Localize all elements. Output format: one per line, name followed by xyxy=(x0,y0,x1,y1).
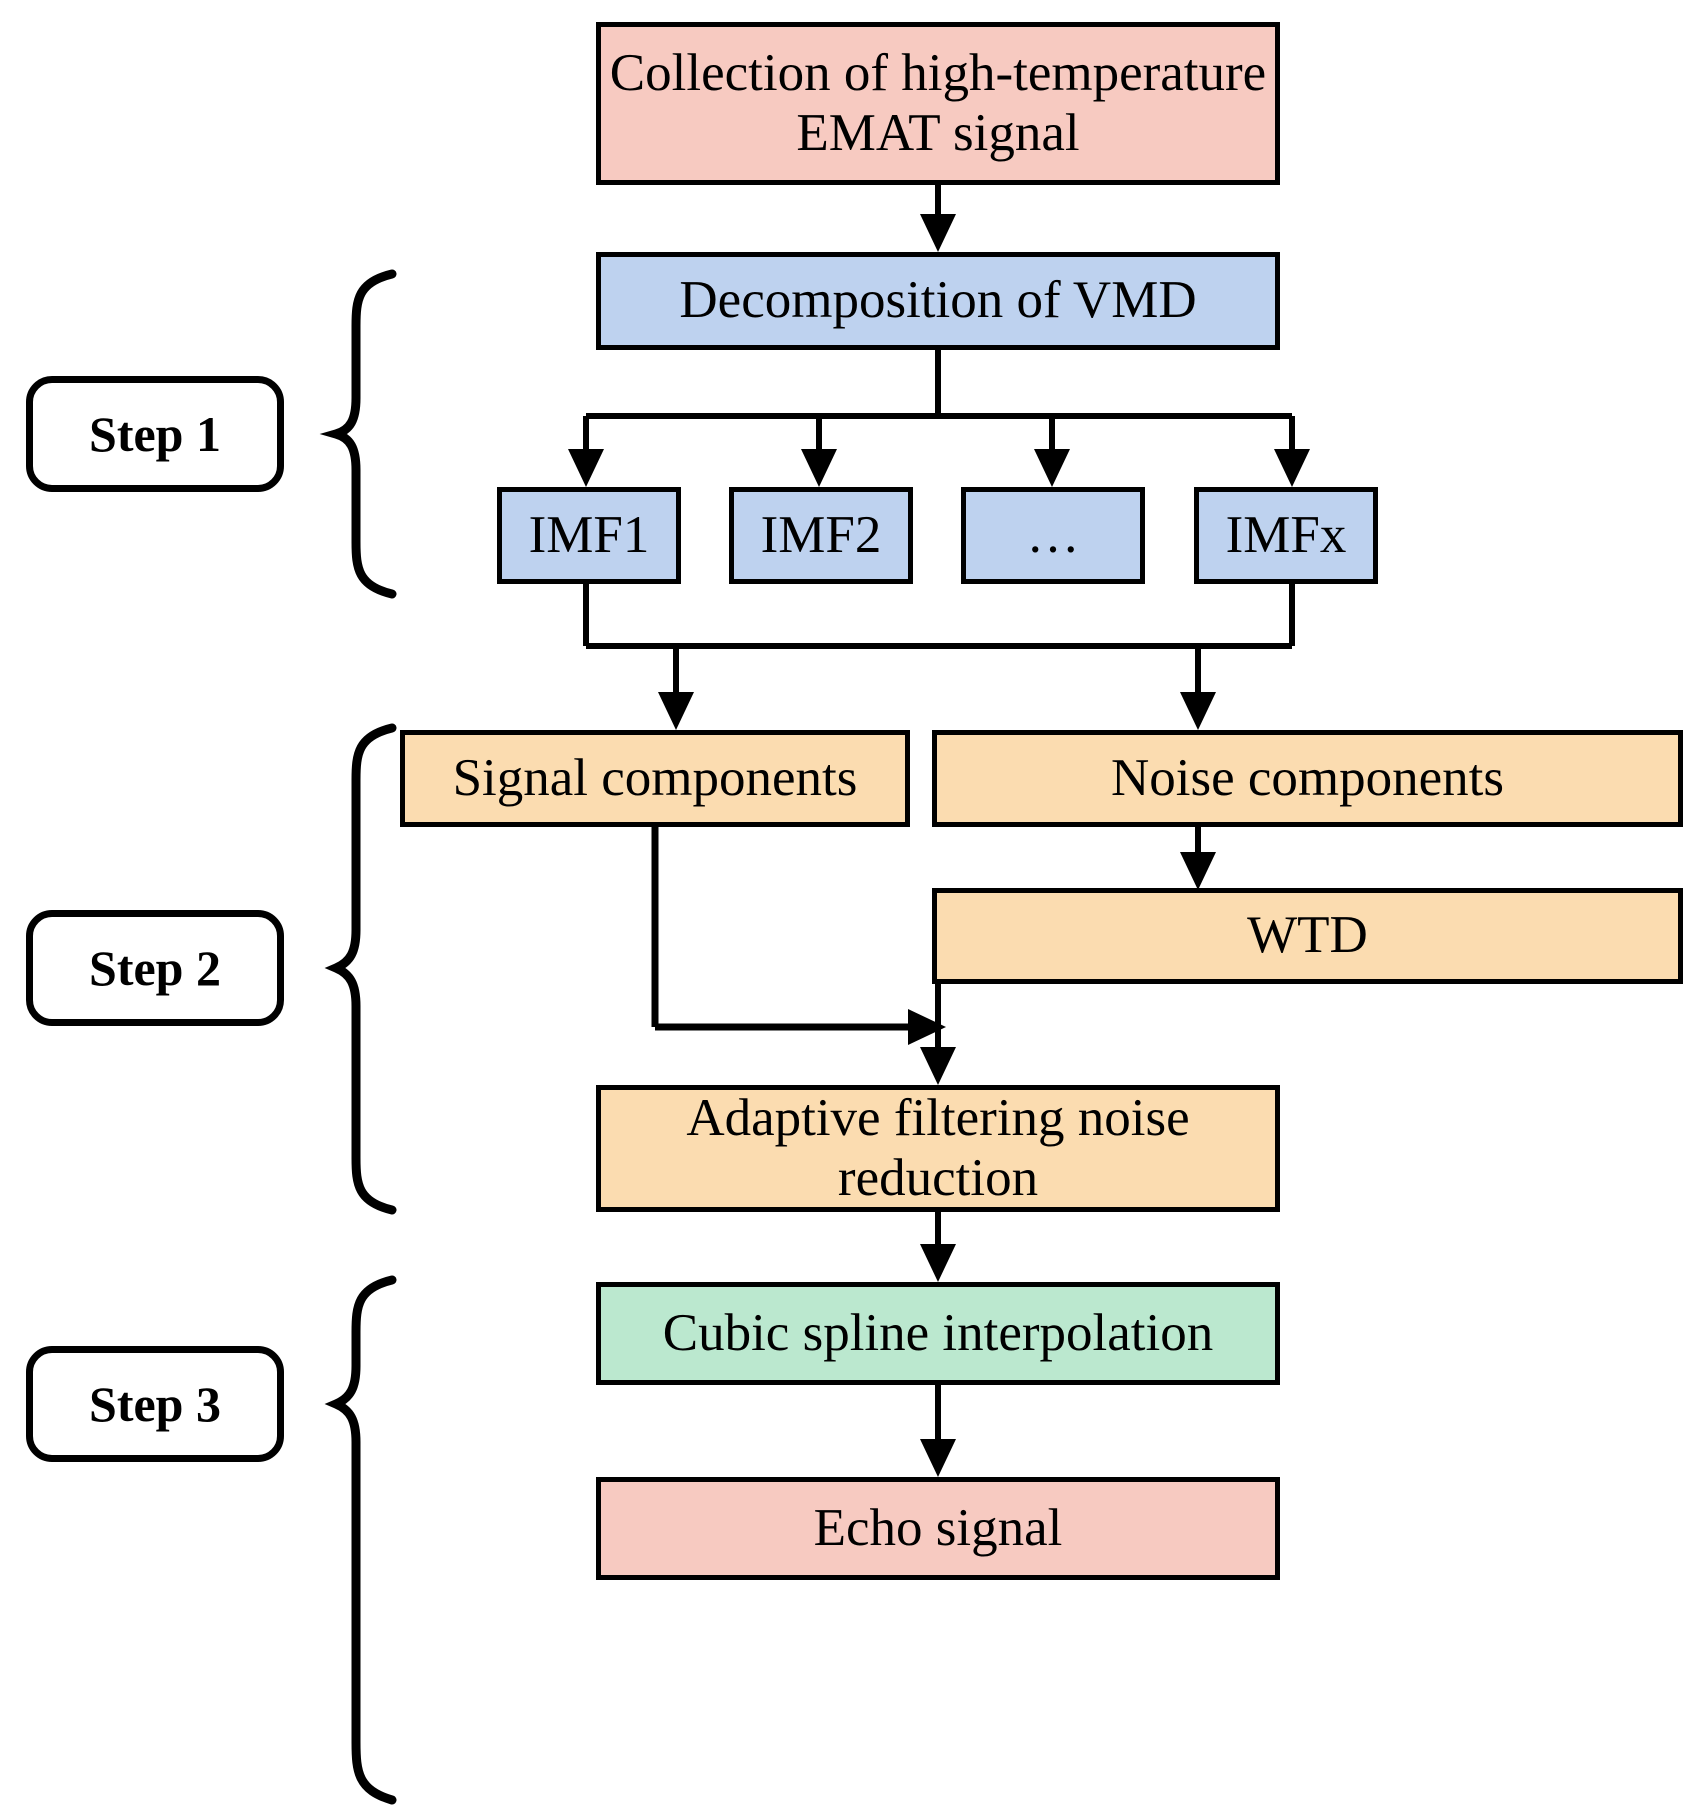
node-imf2: IMF2 xyxy=(729,487,913,584)
step-3-label: Step 3 xyxy=(89,1376,221,1432)
node-label: IMFx xyxy=(1225,505,1347,564)
step-pill-step-1: Step 1 xyxy=(26,376,284,492)
node-collection-of-high-temperature-emat-signal: Collection of high-temperature EMAT sign… xyxy=(596,22,1280,185)
step-1-label: Step 1 xyxy=(89,406,221,462)
node-label: Signal components xyxy=(452,748,858,807)
node-echo-signal: Echo signal xyxy=(596,1477,1280,1580)
node-label: Adaptive filtering noise reduction xyxy=(686,1089,1190,1207)
node-label: Decomposition of VMD xyxy=(679,271,1197,330)
step-pill-step-3: Step 3 xyxy=(26,1346,284,1462)
node-label: Collection of high-temperature EMAT sign… xyxy=(609,44,1267,162)
node-label: … xyxy=(1026,505,1080,564)
node-adaptive-filtering-noise-reduction: Adaptive filtering noise reduction xyxy=(596,1085,1280,1212)
node-imfx: IMFx xyxy=(1194,487,1378,584)
step-pill-step-2: Step 2 xyxy=(26,910,284,1026)
node-decomposition-of-vmd: Decomposition of VMD xyxy=(596,252,1280,350)
step-2-label: Step 2 xyxy=(89,940,221,996)
node-cubic-spline-interpolation: Cubic spline interpolation xyxy=(596,1282,1280,1385)
node-label: Echo signal xyxy=(813,1498,1063,1557)
node-signal-components: Signal components xyxy=(400,730,910,827)
node-label: IMF1 xyxy=(528,505,650,564)
node-wtd: WTD xyxy=(932,888,1683,984)
node-label: WTD xyxy=(1247,906,1368,965)
node-label: IMF2 xyxy=(760,505,882,564)
node-noise-components: Noise components xyxy=(932,730,1683,827)
node-label: Noise components xyxy=(1110,748,1505,807)
node-label: Cubic spline interpolation xyxy=(662,1303,1214,1362)
node-imf-ellipsis: … xyxy=(961,487,1145,584)
node-imf1: IMF1 xyxy=(497,487,681,584)
